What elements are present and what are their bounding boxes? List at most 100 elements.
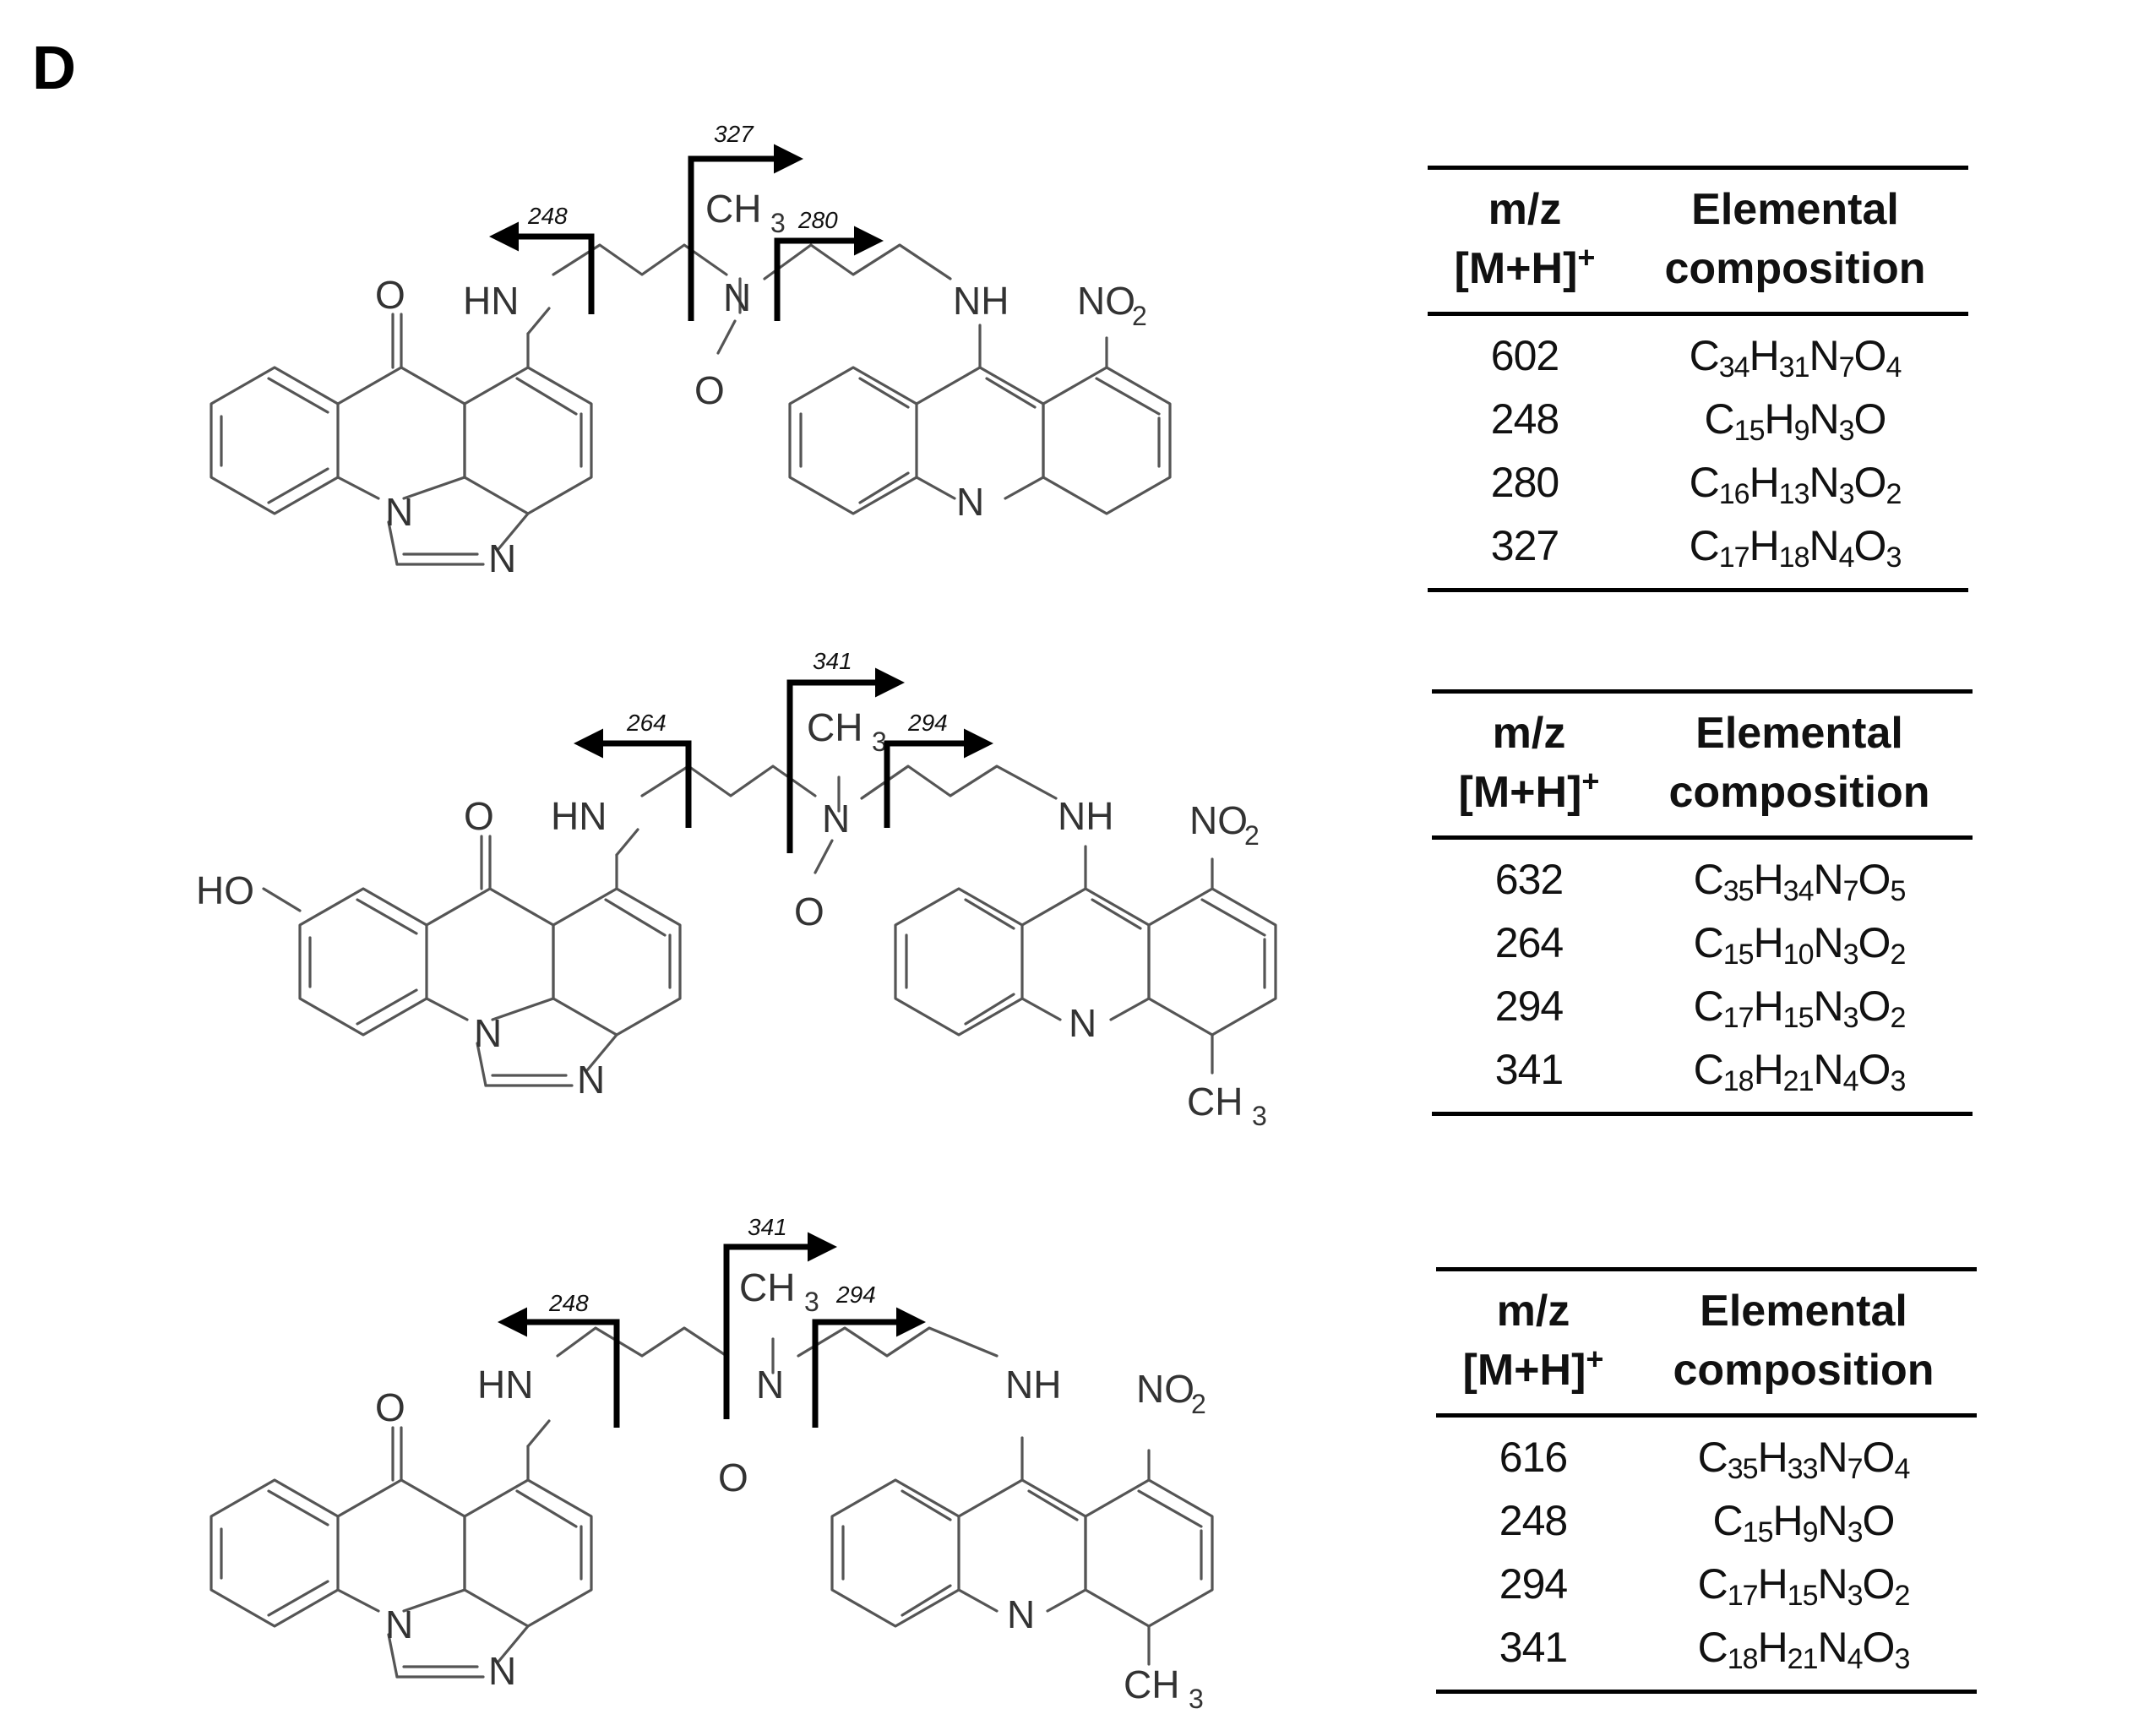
subscript-3: 3 (770, 208, 786, 238)
element-symbol: H (1749, 332, 1780, 380)
element-symbol: O (1862, 1497, 1896, 1545)
cleavage-arrow-248 (498, 1307, 620, 1428)
element-count: 3 (1847, 1580, 1864, 1613)
cleavage-arrow-248 (489, 221, 595, 314)
element-symbol: N (1817, 1624, 1848, 1672)
element-symbol: C (1697, 1434, 1728, 1482)
structure-1: O HN N N N CH 3 O NH NO 2 N 248 327 280 (210, 121, 1172, 580)
element-symbol: O (1853, 395, 1887, 444)
element-symbol: O (1862, 1434, 1896, 1482)
nitro-NO: NO (1189, 798, 1248, 842)
fragment-label: 280 (797, 207, 838, 233)
element-symbol: N (1813, 1046, 1844, 1094)
mz-value: 248 (1490, 395, 1559, 444)
mz-column-header: m/z[M+H]+ (1462, 1287, 1604, 1396)
elemental-formula: C35H34N7O5 (1626, 838, 1973, 912)
element-count: 7 (1838, 351, 1855, 384)
elemental-formula: C35H33N7O4 (1630, 1416, 1977, 1490)
element-symbol: O (1858, 919, 1891, 967)
element-symbol: H (1757, 1624, 1788, 1672)
element-symbol: H (1772, 1497, 1803, 1545)
elemental-formula: C17H15N3O2 (1630, 1553, 1977, 1616)
chemical-structures: O HN N N N CH 3 O NH NO 2 N 248 327 280 (196, 121, 1277, 1714)
mz-column-header: m/z[M+H]+ (1454, 185, 1596, 294)
cleavage-arrow-327 (688, 144, 803, 321)
element-count: 34 (1718, 351, 1750, 384)
element-symbol: C (1689, 332, 1720, 380)
fragment-label: 341 (748, 1214, 787, 1240)
elemental-formula: C17H15N3O2 (1626, 975, 1973, 1038)
atom-N: N (488, 536, 516, 580)
cleavage-arrow-294 (884, 728, 993, 828)
atom-N: N (723, 275, 751, 319)
cleavage-arrow-341 (723, 1232, 837, 1419)
element-count: 3 (1838, 478, 1855, 511)
element-symbol: H (1749, 459, 1780, 507)
element-symbol: O (1858, 856, 1891, 904)
element-symbol: H (1764, 395, 1794, 444)
fragment-label: 341 (813, 648, 852, 674)
methyl-CH: CH (705, 187, 761, 231)
element-symbol: C (1693, 856, 1724, 904)
element-symbol: C (1697, 1560, 1728, 1608)
element-count: 3 (1890, 1065, 1906, 1098)
imidazoacridinone-core-1 (210, 313, 593, 566)
element-count: 21 (1787, 1643, 1819, 1676)
atom-NH: NH (1058, 794, 1113, 838)
mz-value: 294 (1494, 982, 1564, 1031)
mz-value: 341 (1494, 1046, 1564, 1094)
element-count: 15 (1782, 1002, 1815, 1035)
subscript-3: 3 (804, 1287, 819, 1317)
element-symbol: H (1757, 1434, 1788, 1482)
element-count: 35 (1722, 875, 1755, 908)
element-count: 18 (1778, 541, 1810, 574)
element-symbol: N (1809, 332, 1840, 380)
element-count: 9 (1793, 415, 1810, 448)
element-count: 17 (1727, 1580, 1759, 1613)
elemental-formula: C15H9N3O (1630, 1489, 1977, 1553)
atom-O: O (375, 273, 405, 317)
subscript-2: 2 (1191, 1389, 1206, 1419)
element-count: 15 (1787, 1580, 1819, 1613)
atom-N: N (956, 480, 984, 524)
element-symbol: C (1712, 1497, 1744, 1545)
subscript-3: 3 (872, 727, 887, 757)
element-count: 5 (1890, 875, 1906, 908)
linker-chain-1 (526, 243, 952, 355)
element-symbol: C (1704, 395, 1735, 444)
cleavage-arrow-280 (774, 226, 884, 321)
acridine-core-1 (788, 324, 1172, 515)
element-count: 4 (1838, 541, 1855, 574)
element-count: 33 (1787, 1453, 1819, 1486)
element-symbol: C (1693, 982, 1724, 1031)
element-count: 21 (1782, 1065, 1815, 1098)
methyl-CH: CH (1124, 1663, 1179, 1706)
element-count: 18 (1727, 1643, 1759, 1676)
element-count: 15 (1722, 939, 1755, 971)
elemental-formula: C15H10N3O2 (1626, 912, 1973, 975)
element-count: 4 (1886, 351, 1902, 384)
element-count: 3 (1842, 939, 1859, 971)
element-symbol: N (1809, 395, 1840, 444)
element-symbol: O (1858, 982, 1891, 1031)
cleavage-arrow-294 (812, 1307, 926, 1428)
atom-HN: HN (463, 279, 519, 323)
elemental-formula: C34H31N7O4 (1622, 314, 1968, 389)
atom-N: N (488, 1649, 516, 1693)
element-symbol: H (1753, 982, 1784, 1031)
atom-N: N (756, 1363, 784, 1407)
methylacridine-core-2 (894, 845, 1277, 1075)
fragment-label: 294 (835, 1282, 876, 1308)
element-count: 18 (1722, 1065, 1755, 1098)
element-symbol: N (1813, 856, 1844, 904)
element-count: 3 (1894, 1643, 1910, 1676)
element-symbol: H (1753, 856, 1784, 904)
